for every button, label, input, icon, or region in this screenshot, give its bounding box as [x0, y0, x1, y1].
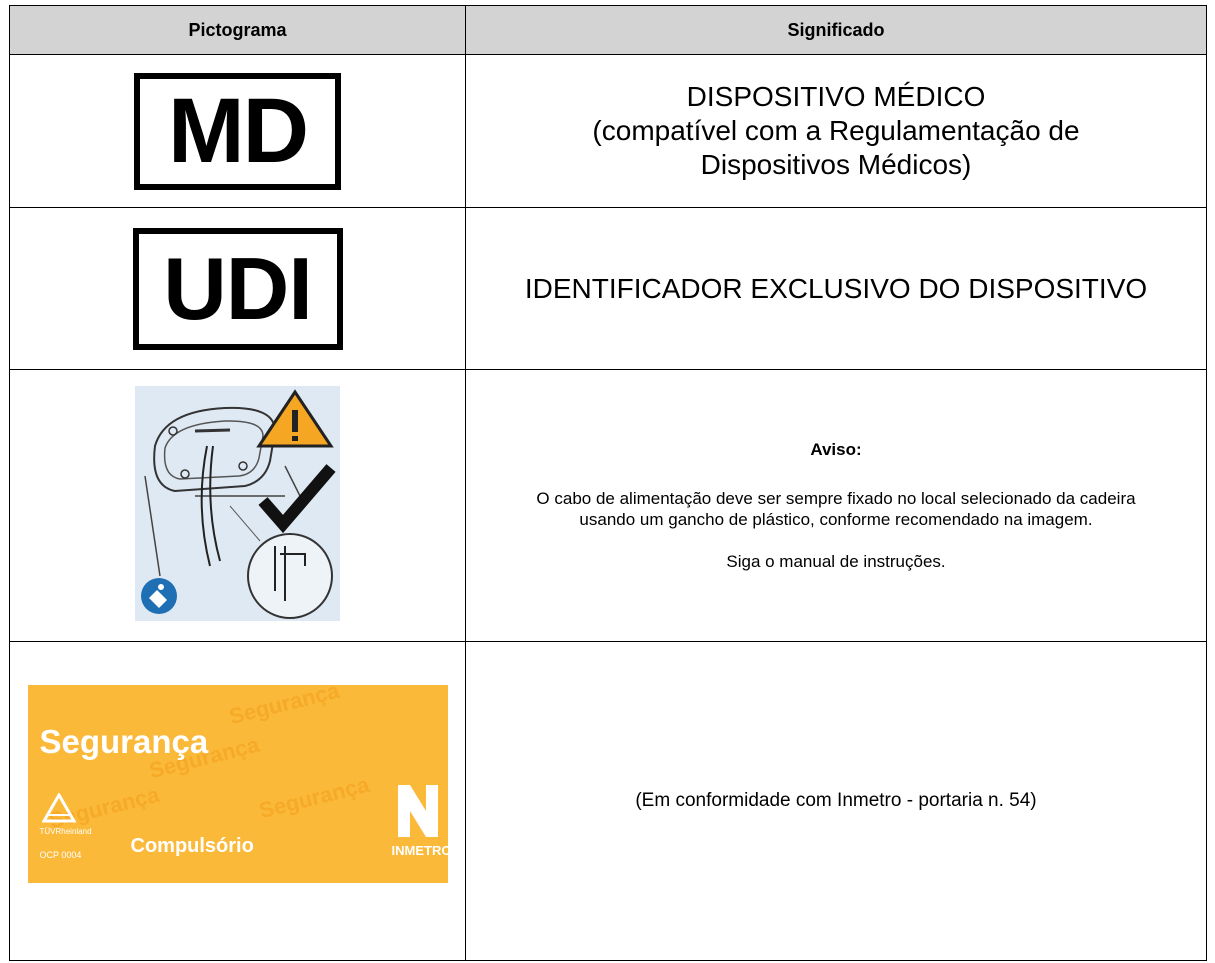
badge-title: Segurança: [39, 722, 209, 760]
cable-hook-warning-icon: [135, 385, 340, 621]
inmetro-logo-icon: [397, 784, 438, 837]
inmetro-safety-badge: Segurança Segurança Segurança Segurança …: [27, 684, 448, 883]
tuv-triangle-icon: [41, 792, 76, 822]
inmetro-pictogram-cell: Segurança Segurança Segurança Segurança …: [9, 641, 466, 961]
table-row: MD DISPOSITIVO MÉDICO (compatível com a …: [9, 54, 1207, 208]
md-meaning-line-3: Dispositivos Médicos): [700, 149, 972, 180]
md-meaning-line-2: (compatível com a Regulamentação de: [592, 115, 1080, 146]
warning-title: Aviso:: [810, 439, 862, 459]
table-row: UDI IDENTIFICADOR EXCLUSIVO DO DISPOSITI…: [9, 207, 1207, 370]
udi-meaning: IDENTIFICADOR EXCLUSIVO DO DISPOSITIVO: [524, 272, 1148, 304]
table-row: Aviso: O cabo de alimentação deve ser se…: [9, 369, 1207, 642]
warning-pictogram-cell: [9, 369, 466, 642]
badge-org: INMETRO: [391, 842, 448, 858]
md-pictogram-cell: MD: [9, 54, 466, 208]
udi-symbol: UDI: [132, 227, 343, 350]
warning-text: O cabo de alimentação deve ser sempre fi…: [536, 488, 1136, 529]
badge-code: OCP 0004: [39, 849, 82, 860]
warning-meaning-cell: Aviso: O cabo de alimentação deve ser se…: [465, 369, 1207, 642]
udi-pictogram-cell: UDI: [9, 207, 466, 370]
table-header-row: Pictograma Significado: [9, 5, 1207, 55]
header-pictograma: Pictograma: [9, 5, 466, 55]
symbols-table: Pictograma Significado MD DISPOSITIVO MÉ…: [9, 5, 1207, 961]
md-meaning-cell: DISPOSITIVO MÉDICO (compatível com a Reg…: [465, 54, 1207, 208]
badge-subtitle: Compulsório: [130, 834, 254, 857]
udi-meaning-cell: IDENTIFICADOR EXCLUSIVO DO DISPOSITIVO: [465, 207, 1207, 370]
inmetro-meaning: (Em conformidade com Inmetro - portaria …: [635, 790, 1037, 811]
md-meaning-line-1: DISPOSITIVO MÉDICO: [686, 81, 986, 112]
inmetro-meaning-cell: (Em conformidade com Inmetro - portaria …: [465, 641, 1207, 961]
table-row: Segurança Segurança Segurança Segurança …: [9, 641, 1207, 961]
warning-follow-manual: Siga o manual de instruções.: [726, 551, 946, 571]
md-symbol: MD: [134, 72, 341, 190]
badge-watermark: Segurança: [226, 684, 342, 729]
header-significado: Significado: [465, 5, 1207, 55]
badge-certifier: TÜVRheinland: [39, 826, 92, 836]
badge-watermark: Segurança: [256, 771, 372, 823]
